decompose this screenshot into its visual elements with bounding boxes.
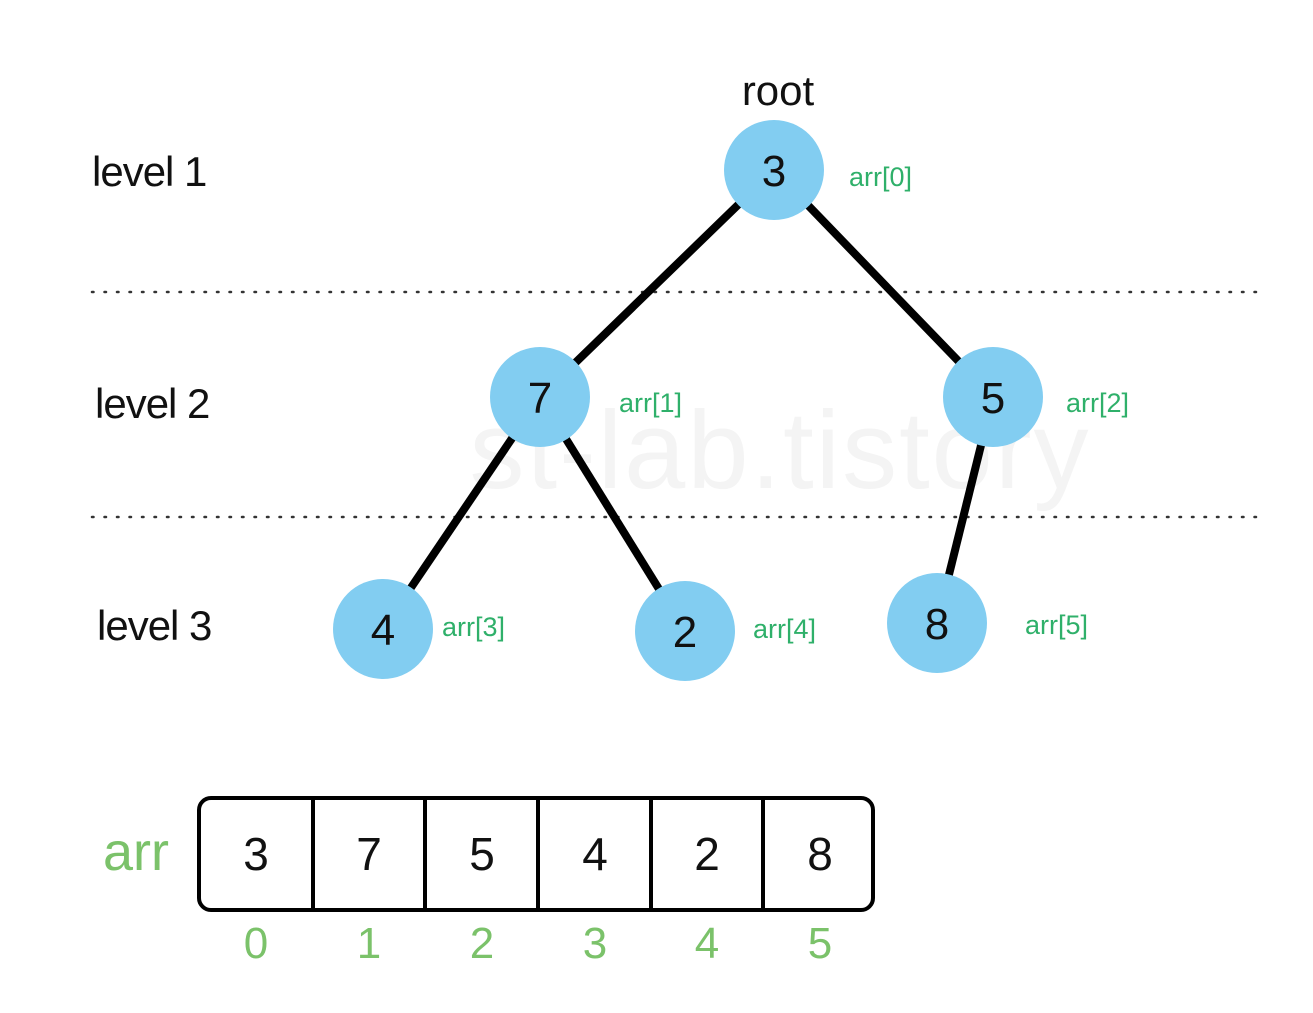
node-value: 5 <box>981 374 1005 423</box>
node-value: 3 <box>762 147 786 196</box>
node-index-label: arr[4] <box>753 614 816 644</box>
node-value: 8 <box>925 600 949 649</box>
array-cell-index: 4 <box>695 919 719 968</box>
level-2-label: level 2 <box>95 380 209 427</box>
tree-node-5: 8 arr[5] <box>887 573 1088 673</box>
node-circle <box>724 120 824 220</box>
tree-node-1: 7 arr[1] <box>490 347 682 447</box>
node-index-label: arr[3] <box>442 612 505 642</box>
tree-node-2: 5 arr[2] <box>943 347 1129 447</box>
tree-edge <box>943 438 987 582</box>
array-cell-value: 2 <box>694 828 720 880</box>
array-cell-index: 3 <box>583 919 607 968</box>
tree-node-4: 2 arr[4] <box>635 581 816 681</box>
array-name: arr <box>103 822 169 882</box>
node-index-label: arr[5] <box>1025 610 1088 640</box>
array-cell-value: 7 <box>356 828 382 880</box>
level-3-label: level 3 <box>97 602 211 649</box>
tree-edge <box>404 431 519 595</box>
array-cell-index: 2 <box>470 919 494 968</box>
tree-node-3: 4 arr[3] <box>333 579 505 679</box>
array-cell-index: 1 <box>357 919 381 968</box>
node-circle <box>333 579 433 679</box>
root-label: root <box>742 67 815 114</box>
node-index-label: arr[2] <box>1066 388 1129 418</box>
tree-edge <box>801 198 966 369</box>
node-circle <box>635 581 735 681</box>
node-value: 4 <box>371 606 395 655</box>
tree-edge <box>559 432 666 596</box>
array-cell-value: 5 <box>469 828 495 880</box>
node-value: 7 <box>528 374 552 423</box>
tree-node-0: 3 arr[0] <box>724 120 912 220</box>
node-circle <box>490 347 590 447</box>
node-index-label: arr[1] <box>619 388 682 418</box>
array-cell-index: 0 <box>244 919 268 968</box>
array-cell-value: 8 <box>807 828 833 880</box>
tree-edges <box>404 197 987 596</box>
node-circle <box>887 573 987 673</box>
node-circle <box>943 347 1043 447</box>
node-index-label: arr[0] <box>849 162 912 192</box>
node-value: 2 <box>673 608 697 657</box>
array-cell-value: 3 <box>243 828 269 880</box>
array-cell-value: 4 <box>582 828 608 880</box>
level-1-label: level 1 <box>92 148 206 195</box>
tree-edge <box>568 197 746 370</box>
array-cell-index: 5 <box>808 919 832 968</box>
